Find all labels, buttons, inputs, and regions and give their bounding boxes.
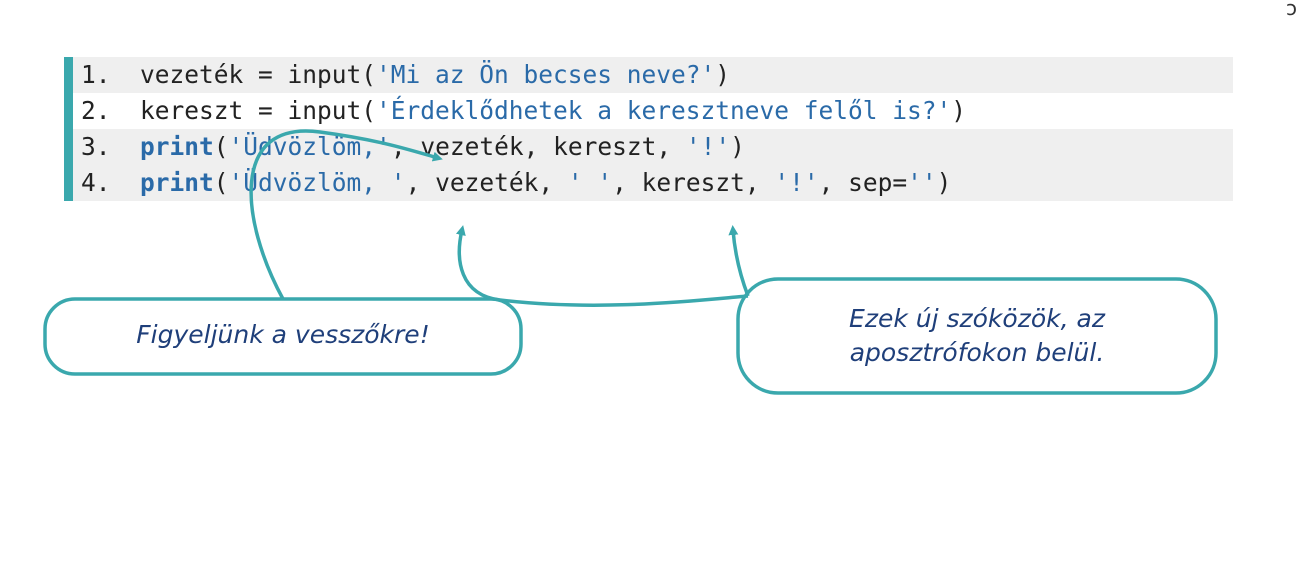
line-number: 3. (81, 132, 141, 161)
code-line-1: 1. vezeték = input('Mi az Ön becses neve… (73, 57, 1233, 93)
callout-bubble-right (736, 277, 1218, 395)
arrow-right-to-space-2 (728, 225, 750, 297)
callout-right-text: Ezek új szóközök, az aposztrófokon belül… (738, 302, 1216, 370)
code-line-2: 2. kereszt = input('Érdeklődhetek a kere… (73, 93, 1233, 129)
code-token-kw: print (140, 168, 214, 197)
code-token-punc: ) (715, 60, 731, 89)
line-number: 4. (81, 168, 141, 197)
code-token-str: 'Érdeklődhetek a keresztneve felől is?' (376, 96, 952, 125)
code-token-str: '!' (685, 132, 731, 161)
callout-right-line-2: aposztrófokon belül. (849, 338, 1105, 367)
code-token-str: 'Üdvözlöm,' (228, 132, 391, 161)
callout-left-text: Figyeljünk a vesszőkre! (45, 318, 521, 352)
line-number: 1. (81, 60, 141, 89)
code-token-punc: ( (213, 132, 229, 161)
code-token-punc: ) (936, 168, 952, 197)
callout-left-label: Figyeljünk a vesszőkre! (136, 320, 430, 349)
code-block: 1. vezeték = input('Mi az Ön becses neve… (64, 57, 1233, 201)
code-token-punc: kereszt = input( (140, 96, 377, 125)
code-token-punc: ) (951, 96, 967, 125)
code-token-str: 'Mi az Ön becses neve?' (376, 60, 716, 89)
code-line-4: 4. print('Üdvözlöm, ', vezeték, ' ', ker… (73, 165, 1233, 201)
callout-right-line-1: Ezek új szóközök, az (849, 304, 1105, 333)
line-number: 2. (81, 96, 141, 125)
code-token-str: '!' (774, 168, 819, 197)
code-token-punc: , vezeték, kereszt, (390, 132, 686, 161)
code-token-kw: print (140, 132, 214, 161)
code-token-str: ' ' (567, 168, 613, 197)
arrow-left-to-comma (249, 129, 443, 300)
arrow-right-to-space-1 (455, 225, 749, 307)
code-token-str: '' (907, 168, 937, 197)
code-token-punc: ( (213, 168, 229, 197)
code-token-punc: , kereszt, (612, 168, 775, 197)
code-token-punc: , sep= (818, 168, 908, 197)
code-token-punc: vezeték = input( (140, 60, 377, 89)
code-token-punc: , vezeték, (405, 168, 568, 197)
code-token-punc: ) (730, 132, 745, 161)
corner-cursor-icon: ↄ (1286, 0, 1297, 20)
